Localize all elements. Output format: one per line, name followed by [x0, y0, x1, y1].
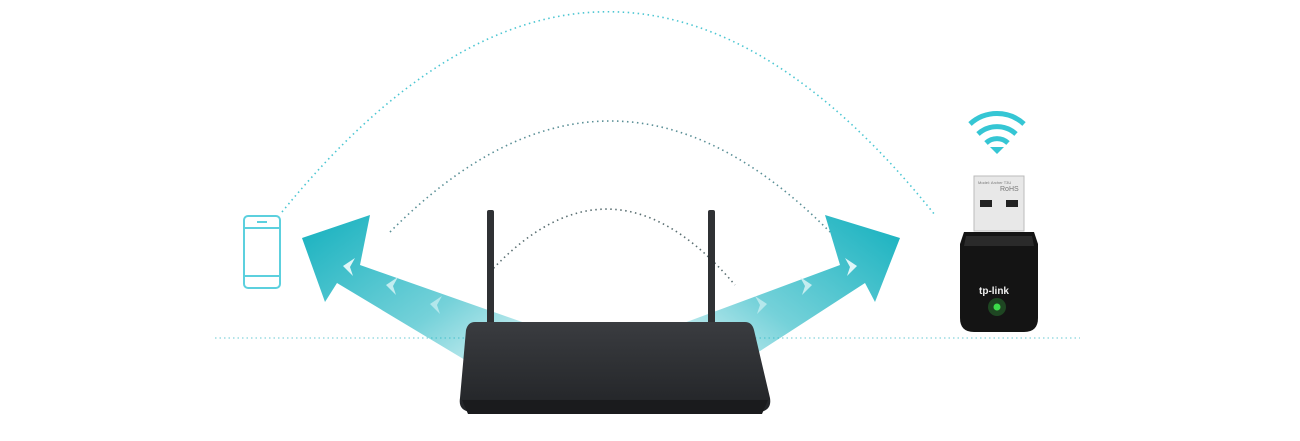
router-image — [459, 210, 771, 414]
signal-arc-middle — [389, 120, 831, 233]
usb-adapter-image — [960, 175, 1038, 332]
phone-icon — [243, 215, 281, 289]
adapter-rohs-text: RoHS — [1000, 186, 1019, 193]
tp-link-logo: tp-link — [979, 286, 1009, 297]
wifi-icon — [968, 111, 1026, 154]
signal-arc-inner — [489, 208, 736, 286]
led-indicator — [993, 303, 1001, 311]
adapter-model-text: Model: Archer T3U — [978, 180, 1012, 185]
signal-arc-outer — [281, 11, 936, 216]
